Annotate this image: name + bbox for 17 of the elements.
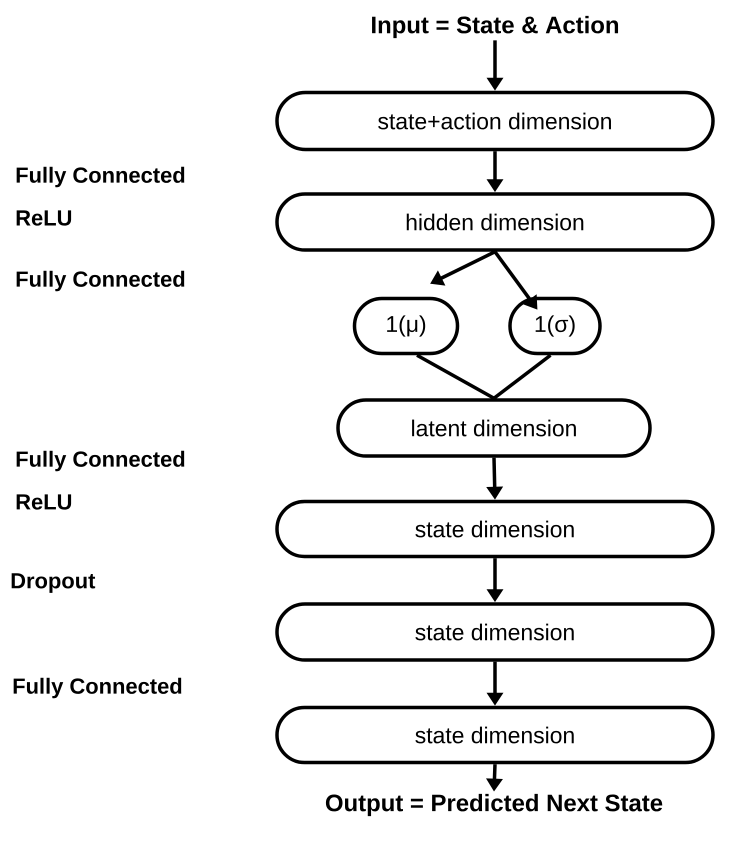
layer-box: state dimension [275,602,715,662]
layer-box: latent dimension [336,398,652,458]
layer-label: Fully Connected [16,450,184,472]
layer-label: ReLU [16,210,72,226]
layer-label: ReLU [16,494,72,510]
layer-box: 1(μ) [352,296,460,356]
layer-label: Fully Connected [14,678,182,698]
io-label: Input = State & Action [372,16,618,38]
layer-box: hidden dimension [275,192,715,252]
layer-label: Dropout [12,573,96,593]
layer-box: state+action dimension [275,90,715,152]
layer-box: state dimension [275,706,715,764]
layer-box: state dimension [275,500,715,558]
layer-label: Fully Connected [16,166,184,188]
layer-box: 1(σ) [508,296,602,356]
io-label: Output = Predicted Next State [326,794,662,816]
layer-label: Fully Connected [16,270,184,292]
